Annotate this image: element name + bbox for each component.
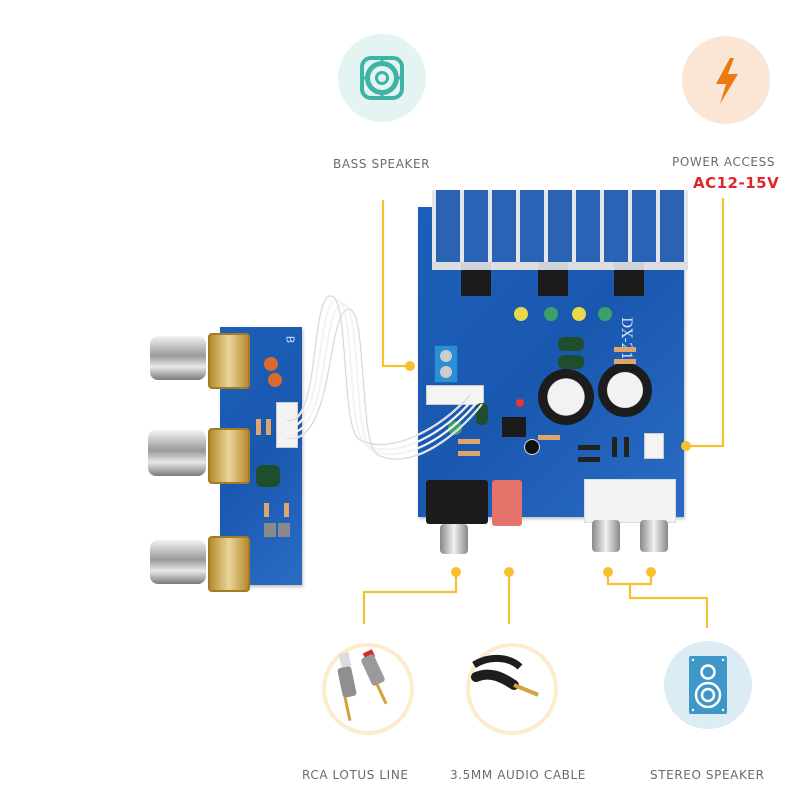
power-voltage-value: AC12-15V — [693, 174, 780, 192]
electrolytic-capacitor — [598, 307, 612, 321]
leader-line-rca-lotus — [362, 572, 458, 624]
diode — [578, 457, 600, 462]
diode — [624, 437, 629, 457]
electrolytic-capacitor — [524, 439, 540, 455]
speaker-cabinet-icon — [689, 656, 727, 714]
potentiometer-treble — [208, 333, 250, 389]
ceramic-capacitor — [268, 373, 282, 387]
stereo-output-jack-right[interactable] — [640, 520, 668, 552]
leader-dot-audio-cable — [504, 567, 514, 577]
resistor — [266, 419, 271, 435]
power-input-connector — [644, 433, 664, 459]
leader-dot-bass-speaker — [405, 361, 415, 371]
potentiometer-bass — [208, 428, 250, 484]
leader-dot-stereo-right — [646, 567, 656, 577]
leader-line-bass-speaker — [381, 200, 410, 368]
rca-plug-icon — [337, 649, 388, 721]
film-capacitor — [558, 355, 584, 369]
film-capacitor — [256, 465, 280, 487]
stereo-output-jack-left[interactable] — [592, 520, 620, 552]
stereo-speaker-label: STEREO SPEAKER — [650, 768, 765, 782]
stereo-speaker-icon-circle — [664, 641, 752, 729]
ribbon-connector — [426, 385, 484, 405]
subwoofer-icon — [360, 56, 404, 100]
audio-jack-icon — [471, 655, 539, 697]
power-access-label: POWER ACCESS — [672, 155, 776, 169]
leader-dot-rca-lotus — [451, 567, 461, 577]
electrolytic-capacitor — [448, 421, 462, 435]
filter-capacitor-left — [538, 369, 594, 425]
resistor — [284, 503, 289, 517]
knob-bass[interactable] — [148, 430, 206, 476]
knob-volume[interactable] — [150, 540, 206, 584]
power-transistor — [461, 262, 491, 296]
potentiometer-volume — [208, 536, 250, 592]
audio-cable-icon-circle — [466, 643, 558, 735]
stereo-output-jack-housing — [584, 479, 676, 523]
electrolytic-capacitor — [572, 307, 586, 321]
power-access-icon-circle — [682, 36, 770, 124]
bass-speaker-label: BASS SPEAKER — [333, 157, 431, 171]
diode — [578, 445, 600, 450]
resistor — [256, 419, 261, 435]
trimmer — [278, 523, 290, 537]
electrolytic-capacitor — [544, 307, 558, 321]
leader-dot-stereo-left — [603, 567, 613, 577]
resistor — [538, 435, 560, 440]
resistor — [614, 347, 636, 352]
resistor — [264, 503, 269, 517]
resistor — [458, 451, 480, 456]
filter-capacitor-right — [598, 363, 652, 417]
rca-lotus-icon-circle — [322, 643, 414, 735]
film-capacitor — [558, 337, 584, 351]
diode — [612, 437, 617, 457]
electrolytic-capacitor — [514, 307, 528, 321]
leader-dot-power-access — [681, 441, 691, 451]
rca-input-jack-housing — [426, 480, 488, 524]
rca-input-jack[interactable] — [440, 524, 468, 554]
power-transistor — [614, 262, 644, 296]
audio-3-5mm-jack[interactable] — [492, 480, 522, 526]
leader-line-stereo-speaker — [606, 572, 709, 628]
lightning-bolt-icon — [716, 58, 738, 104]
bass-speaker-icon-circle — [338, 34, 426, 122]
resistor — [458, 439, 480, 444]
speaker-terminal-block — [434, 345, 458, 383]
ribbon-cable-shadow — [285, 295, 483, 460]
op-amp-ic — [502, 417, 526, 437]
knob-treble[interactable] — [150, 336, 206, 380]
audio-cable-label: 3.5MM AUDIO CABLE — [450, 768, 586, 782]
rca-lotus-label: RCA LOTUS LINE — [302, 768, 409, 782]
ceramic-capacitor — [264, 357, 278, 371]
power-transistor — [538, 262, 568, 296]
leader-line-power-access — [686, 198, 725, 448]
power-led — [516, 399, 524, 407]
trimmer — [264, 523, 276, 537]
resistor — [614, 359, 636, 364]
